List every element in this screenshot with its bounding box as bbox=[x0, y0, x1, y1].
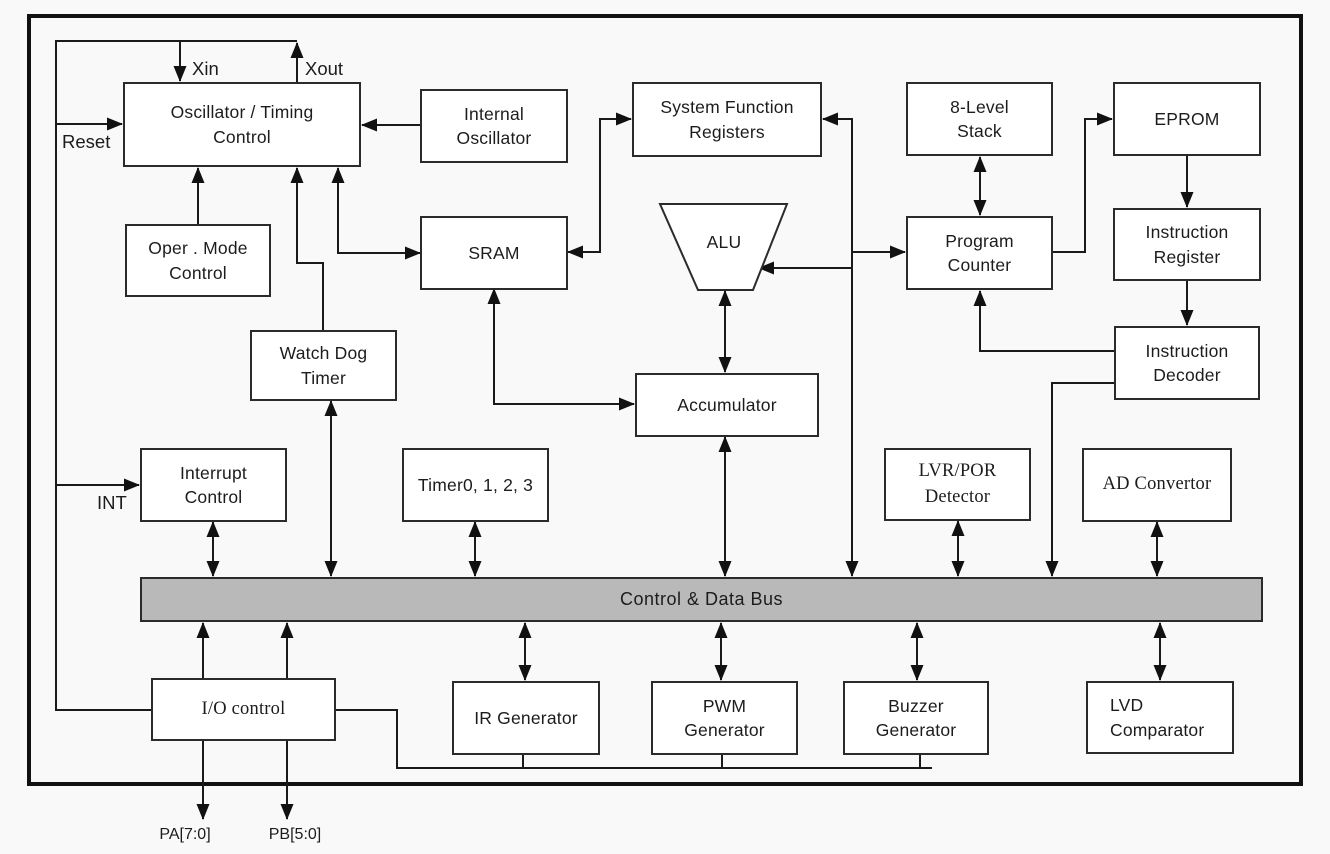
pin-label-xout: Xout bbox=[305, 58, 344, 79]
block-oper-mode-control: Oper . Mode Control bbox=[125, 224, 271, 297]
pin-label-xin: Xin bbox=[192, 58, 219, 79]
bus-control-data: Control & Data Bus bbox=[140, 577, 1263, 622]
block-accumulator: Accumulator bbox=[635, 373, 819, 437]
block-system-function-registers: System Function Registers bbox=[632, 82, 822, 157]
block-label: Oper . Mode Control bbox=[148, 238, 248, 283]
block-label: Interrupt Control bbox=[180, 462, 247, 507]
block-label: Internal Oscillator bbox=[456, 103, 532, 148]
wire-left-loop bbox=[55, 40, 297, 711]
wire-sfr-bus-vertical bbox=[822, 112, 859, 577]
block-label: System Function Registers bbox=[660, 97, 794, 142]
block-label: LVD Comparator bbox=[1110, 695, 1205, 740]
block-timer0-1-2-3: Timer0, 1, 2, 3 bbox=[402, 448, 549, 522]
diagram-outer-border bbox=[27, 14, 1303, 786]
wire-pc-to-eprom bbox=[1053, 112, 1113, 253]
wire-idec-to-bus bbox=[1045, 382, 1114, 577]
wire-sram-osc bbox=[331, 167, 421, 260]
block-buzzer-generator: Buzzer Generator bbox=[843, 681, 989, 755]
block-eprom: EPROM bbox=[1113, 82, 1261, 156]
block-label: IR Generator bbox=[474, 707, 578, 728]
block-label: Buzzer Generator bbox=[875, 695, 957, 740]
block-label: Instruction Register bbox=[1145, 222, 1229, 267]
block-io-control: I/O control bbox=[151, 678, 336, 741]
block-label: LVR/POR Detector bbox=[918, 460, 997, 507]
pin-label-reset: Reset bbox=[62, 131, 111, 152]
block-sram: SRAM bbox=[420, 216, 568, 290]
pin-label-int: INT bbox=[97, 492, 127, 513]
block-label: AD Convertor bbox=[1102, 474, 1212, 495]
block-label: I/O control bbox=[201, 698, 286, 719]
block-label: Program Counter bbox=[945, 230, 1014, 275]
pin-label-pa: PA[7:0] bbox=[159, 826, 211, 843]
wire-sram-sfr bbox=[567, 112, 632, 259]
block-ad-convertor: AD Convertor bbox=[1082, 448, 1232, 522]
wire-io-peripheral-link bbox=[336, 709, 932, 769]
wire-watchdog-to-osc bbox=[290, 167, 324, 330]
pin-label-pb: PB[5:0] bbox=[268, 826, 322, 843]
block-oscillator-timing-control: Oscillator / Timing Control bbox=[123, 82, 361, 167]
block-label: PWM Generator bbox=[684, 695, 765, 740]
block-lvr-por-detector: LVR/POR Detector bbox=[884, 448, 1031, 521]
block-label: SRAM bbox=[468, 242, 520, 263]
block-watch-dog-timer: Watch Dog Timer bbox=[250, 330, 397, 401]
block-label: Instruction Decoder bbox=[1145, 340, 1229, 385]
block-label: Oscillator / Timing Control bbox=[170, 102, 314, 147]
block-pwm-generator: PWM Generator bbox=[651, 681, 798, 755]
block-label: ALU bbox=[706, 231, 742, 252]
block-label: Timer0, 1, 2, 3 bbox=[417, 474, 534, 495]
block-interrupt-control: Interrupt Control bbox=[140, 448, 287, 522]
block-8-level-stack: 8-Level Stack bbox=[906, 82, 1053, 156]
alu-trapezoid bbox=[658, 203, 789, 291]
wire-sram-accumulator bbox=[487, 288, 635, 411]
block-ir-generator: IR Generator bbox=[452, 681, 600, 755]
block-internal-oscillator: Internal Oscillator bbox=[420, 89, 568, 163]
bus-label: Control & Data Bus bbox=[619, 589, 784, 610]
block-label: Watch Dog Timer bbox=[279, 343, 368, 388]
block-lvd-comparator: LVD Comparator bbox=[1086, 681, 1234, 754]
block-alu: ALU bbox=[668, 214, 780, 270]
block-label: Accumulator bbox=[677, 394, 777, 415]
block-label: 8-Level Stack bbox=[950, 96, 1009, 141]
block-label: EPROM bbox=[1154, 108, 1220, 129]
block-instruction-register: Instruction Register bbox=[1113, 208, 1261, 281]
block-instruction-decoder: Instruction Decoder bbox=[1114, 326, 1260, 400]
wire-idec-to-pc bbox=[973, 290, 1114, 352]
block-program-counter: Program Counter bbox=[906, 216, 1053, 290]
